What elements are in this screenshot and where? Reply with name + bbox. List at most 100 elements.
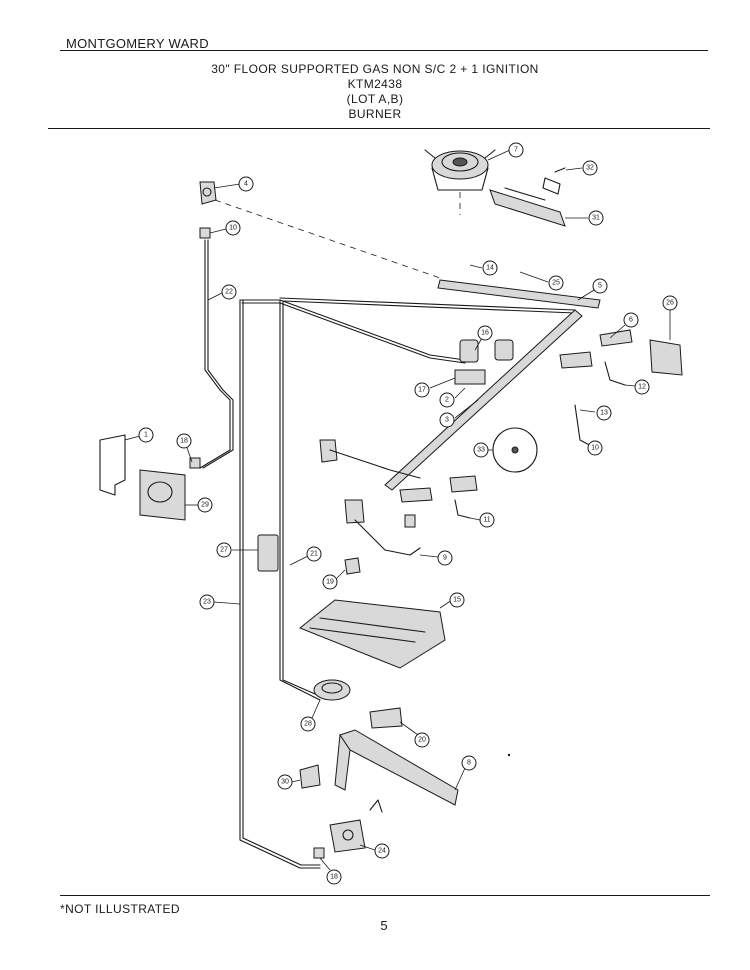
svg-text:28: 28 xyxy=(304,721,312,728)
callout-22: 22 xyxy=(221,284,237,300)
title-line-4: BURNER xyxy=(348,107,402,121)
svg-text:18: 18 xyxy=(180,438,188,445)
callout-11: 11 xyxy=(479,512,495,528)
svg-text:9: 9 xyxy=(443,555,447,562)
callout-6: 6 xyxy=(623,312,639,328)
callout-24: 24 xyxy=(374,843,390,859)
callout-31: 31 xyxy=(588,210,604,226)
svg-text:19: 19 xyxy=(326,579,334,586)
callout-3: 3 xyxy=(439,412,455,428)
callout-28: 28 xyxy=(300,716,316,732)
svg-text:20: 20 xyxy=(418,737,426,744)
footer-rule xyxy=(60,895,710,897)
svg-text:5: 5 xyxy=(598,283,602,290)
not-illustrated-note: *NOT ILLUSTRATED xyxy=(60,902,180,916)
callout-9: 9 xyxy=(437,550,453,566)
callout-19: 19 xyxy=(322,574,338,590)
title-line-1: 30" FLOOR SUPPORTED GAS NON S/C 2 + 1 IG… xyxy=(211,62,539,76)
svg-text:29: 29 xyxy=(201,502,209,509)
callout-4: 4 xyxy=(238,176,254,192)
callout-15: 15 xyxy=(449,592,465,608)
leader-lines xyxy=(124,149,671,871)
callout-12: 12 xyxy=(634,379,650,395)
callout-8: 8 xyxy=(461,755,477,771)
callout-25: 25 xyxy=(548,275,564,291)
spark-module xyxy=(649,339,683,376)
callout-30: 30 xyxy=(277,774,293,790)
svg-text:31: 31 xyxy=(592,215,600,222)
svg-text:2: 2 xyxy=(445,397,449,404)
svg-text:1: 1 xyxy=(144,432,148,439)
flame-baffle xyxy=(299,599,446,669)
header-rule-top xyxy=(60,50,708,52)
svg-text:10: 10 xyxy=(229,225,237,232)
callout-27: 27 xyxy=(216,542,232,558)
header-rule-bottom xyxy=(48,128,710,130)
svg-text:7: 7 xyxy=(514,147,518,154)
svg-text:25: 25 xyxy=(552,280,560,287)
flame-spreader xyxy=(492,427,538,473)
svg-text:21: 21 xyxy=(310,551,318,558)
page-number: 5 xyxy=(380,918,388,933)
callout-32: 32 xyxy=(582,160,598,176)
lower-electrode xyxy=(399,475,478,528)
svg-text:6: 6 xyxy=(629,317,633,324)
callout-18-top: 18 xyxy=(176,433,192,449)
svg-text:30: 30 xyxy=(281,779,289,786)
brand-name: MONTGOMERY WARD xyxy=(66,36,209,51)
oven-ignitor xyxy=(369,707,403,729)
fitting-19 xyxy=(344,557,361,575)
callout-17: 17 xyxy=(414,382,430,398)
valve-assembly xyxy=(454,339,514,385)
burner-bracket xyxy=(489,167,566,227)
svg-text:8: 8 xyxy=(467,760,471,767)
svg-text:3: 3 xyxy=(445,417,449,424)
callout-26: 26 xyxy=(662,295,678,311)
oven-burner-ring xyxy=(313,679,351,701)
title-line-2: KTM2438 xyxy=(347,77,403,91)
svg-text:11: 11 xyxy=(483,517,490,524)
callout-1: 1 xyxy=(138,427,154,443)
callout-29: 29 xyxy=(197,497,213,513)
callout-16: 16 xyxy=(477,325,493,341)
svg-text:12: 12 xyxy=(638,384,646,391)
callout-20: 20 xyxy=(414,732,430,748)
svg-text:4: 4 xyxy=(244,181,248,188)
safety-valve xyxy=(313,799,383,859)
callout-18-bottom: 18 xyxy=(326,869,342,885)
svg-text:33: 33 xyxy=(477,447,485,454)
svg-text:13: 13 xyxy=(600,410,608,417)
svg-text:18: 18 xyxy=(330,874,338,881)
svg-text:15: 15 xyxy=(453,597,461,604)
callout-33: 33 xyxy=(473,442,489,458)
oven-ignitor-block xyxy=(257,534,279,572)
svg-text:23: 23 xyxy=(203,599,211,606)
bracket-30 xyxy=(299,764,321,789)
callout-5: 5 xyxy=(592,278,608,294)
svg-text:16: 16 xyxy=(481,330,489,337)
svg-text:10: 10 xyxy=(591,445,599,452)
svg-text:14: 14 xyxy=(486,265,494,272)
callout-23: 23 xyxy=(199,594,215,610)
fitting-10 xyxy=(199,227,211,239)
svg-text:22: 22 xyxy=(225,289,233,296)
title-block: 30" FLOOR SUPPORTED GAS NON S/C 2 + 1 IG… xyxy=(0,62,750,122)
callout-10: 10 xyxy=(225,220,241,236)
callout-10-lower: 10 xyxy=(587,440,603,456)
callout-2: 2 xyxy=(439,392,455,408)
burner-head xyxy=(424,149,496,215)
lower-orifice xyxy=(319,439,421,556)
svg-text:32: 32 xyxy=(586,165,594,172)
svg-text:24: 24 xyxy=(378,848,386,855)
svg-text:17: 17 xyxy=(418,387,426,394)
electrode-right xyxy=(559,329,633,386)
callout-13: 13 xyxy=(596,405,612,421)
orifice-elbow xyxy=(199,181,217,205)
svg-text:26: 26 xyxy=(666,300,674,307)
callout-7: 7 xyxy=(508,142,524,158)
oven-burner-tube xyxy=(334,729,459,806)
oven-thermostat xyxy=(99,434,201,521)
callout-14: 14 xyxy=(482,260,498,276)
callout-21: 21 xyxy=(306,546,322,562)
title-line-3: (LOT A,B) xyxy=(346,92,404,106)
